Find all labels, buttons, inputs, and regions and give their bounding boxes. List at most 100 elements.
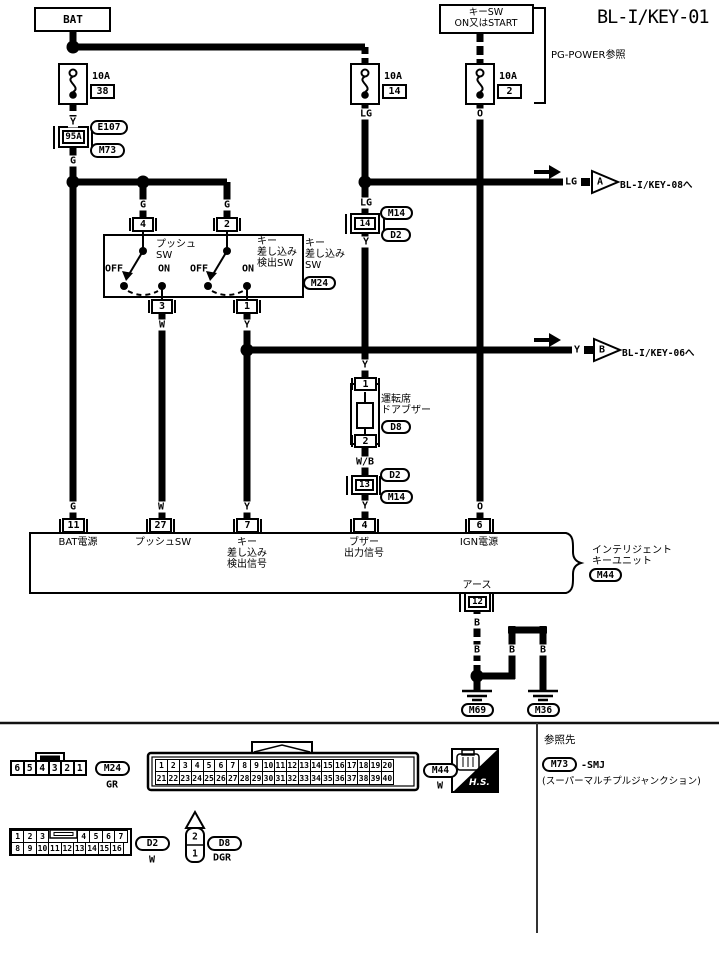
m24-switch-text: M24 (310, 277, 329, 289)
ref-panel-note: (スーパーマルチプルジャンクション) (542, 776, 701, 787)
intelligent-key-unit-box (29, 532, 585, 594)
wire-color-label: B (537, 644, 549, 656)
offpage-arrow-b (534, 333, 623, 363)
footer-ref-m24: M24 (95, 761, 130, 776)
switch-terminal-3: 3 (148, 299, 176, 314)
bat-label: BAT (63, 13, 83, 26)
fuse-14-symbol (350, 63, 380, 105)
ref-panel-m73-text: M73 (550, 759, 569, 770)
page-title: BL-I/KEY-01 (597, 7, 710, 28)
unit-pin-label-buzzer-line1: ブザー (349, 537, 379, 548)
ref-panel-m73-oval: M73 (542, 757, 577, 772)
ground-ref-m69: M69 (461, 703, 494, 717)
switch-terminal-1: 1 (233, 299, 261, 314)
unit-pin-label-ign: IGN電源 (459, 537, 499, 548)
buzzer-terminal-1-number: 1 (362, 378, 369, 390)
pin-cell: 16 (110, 841, 124, 855)
switch-unit-name-line3: SW (305, 260, 322, 271)
connector-ref-m73: M73 (90, 143, 125, 158)
wire-color-label: G (67, 501, 79, 513)
pg-power-ref-label: PG-POWER参照 (551, 50, 626, 61)
unit-terminal-4: 4 (350, 518, 379, 533)
key-sw-off-label: OFF (189, 263, 209, 275)
pg-power-bracket (534, 7, 546, 104)
ref-panel-suffix: -SMJ (581, 760, 606, 771)
unit-pin-label-key-line3: 検出信号 (227, 559, 267, 570)
unit-terminal-11: 11 (59, 518, 88, 533)
m44-unit-text: M44 (596, 569, 615, 581)
footer-d8-pin-1: 1 (192, 848, 198, 860)
arrow-b-letter: B (598, 344, 606, 356)
footer-d8-pin-2: 2 (192, 831, 198, 843)
arrow-a-letter: A (596, 176, 604, 188)
unit-pin-label-buzzer-line2: 出力信号 (344, 548, 384, 559)
fuse-14-number: 14 (388, 86, 401, 97)
unit-ground-pin-label: アース (462, 580, 492, 591)
unit-terminal-27: 27 (146, 518, 175, 533)
push-sw-off-label: OFF (104, 263, 124, 275)
connector-ref-m24-switch: M24 (303, 276, 336, 290)
key-sw-label-line2: ON又はSTART (454, 18, 518, 29)
wire-color-label: Y (360, 236, 372, 248)
terminal-6-number: 6 (476, 520, 483, 531)
footer-d8-connector-outline (184, 809, 206, 863)
m69-text: M69 (468, 704, 487, 716)
key-switch-assembly-box (103, 234, 304, 298)
fuse-2-symbol (465, 63, 495, 105)
push-sw-label-line2: SW (156, 250, 173, 261)
terminal-12-number: 12 (468, 596, 487, 608)
footer-d2-text: D2 (146, 838, 159, 849)
footer-d8-text: D8 (218, 838, 231, 849)
terminal-1-number: 1 (243, 301, 251, 312)
terminal-2-number: 2 (223, 219, 231, 230)
push-sw-label-line1: プッシュ (156, 239, 196, 250)
wire-color-label: O (474, 501, 486, 513)
wire-color-label: G (137, 199, 149, 211)
unit-pin-label-key-line2: 差し込み (227, 548, 267, 559)
pin-cell: 26 (214, 771, 228, 786)
wire-dash-gaps (69, 42, 484, 665)
ground-symbol-m69 (462, 689, 492, 702)
pin-cell: 3 (35, 830, 50, 843)
buzzer-name-line2: ドアブザー (381, 405, 431, 416)
buzzer-name-line1: 運転席 (381, 394, 411, 405)
terminal-4b-number: 4 (361, 520, 368, 531)
footer-m24-text: M24 (103, 763, 122, 774)
pin-cell: 20 (380, 758, 394, 773)
pin-cell: 14 (85, 841, 99, 855)
m14-lower-text: M14 (387, 491, 406, 503)
pin-cell: 15 (97, 841, 112, 855)
junction-dots (66, 40, 484, 683)
terminal-11-number: 11 (67, 520, 80, 531)
connector-ref-d8-buzzer: D8 (381, 420, 411, 434)
footer-m24-color: GR (105, 779, 119, 791)
push-switch-symbol (120, 232, 166, 300)
key-detect-sw-label-line3: 検出SW (257, 258, 294, 269)
fuse-38-symbol (58, 63, 88, 105)
pin-cell: 10 (35, 841, 50, 855)
hs-view-label: H.S. (469, 778, 490, 788)
key-detect-sw-label-line2: 差し込み (257, 247, 297, 258)
switch-terminal-4: 4 (129, 217, 157, 232)
terminal-13-number: 13 (355, 479, 374, 491)
pin-cell: 1 (72, 760, 87, 776)
unit-terminal-7: 7 (233, 518, 262, 533)
wires (69, 29, 572, 690)
unit-name-line2: キーユニット (592, 556, 652, 567)
wire-color-label: Y (359, 359, 371, 371)
offpage-arrow-a (534, 165, 621, 195)
e107-text: E107 (97, 122, 121, 133)
ground-symbol-m36 (528, 689, 558, 702)
terminal-95a-number: 95A (62, 130, 85, 144)
wire-color-label: B (471, 617, 483, 629)
footer-d8-color: DGR (212, 852, 232, 864)
fuse-38-amp: 10A (92, 71, 111, 82)
unit-pin-label-push: プッシュSW (134, 537, 192, 548)
connector-ref-d2-lower: D2 (380, 468, 410, 482)
wire-color-label: LG (357, 197, 375, 209)
terminal-27-number: 27 (154, 520, 167, 531)
